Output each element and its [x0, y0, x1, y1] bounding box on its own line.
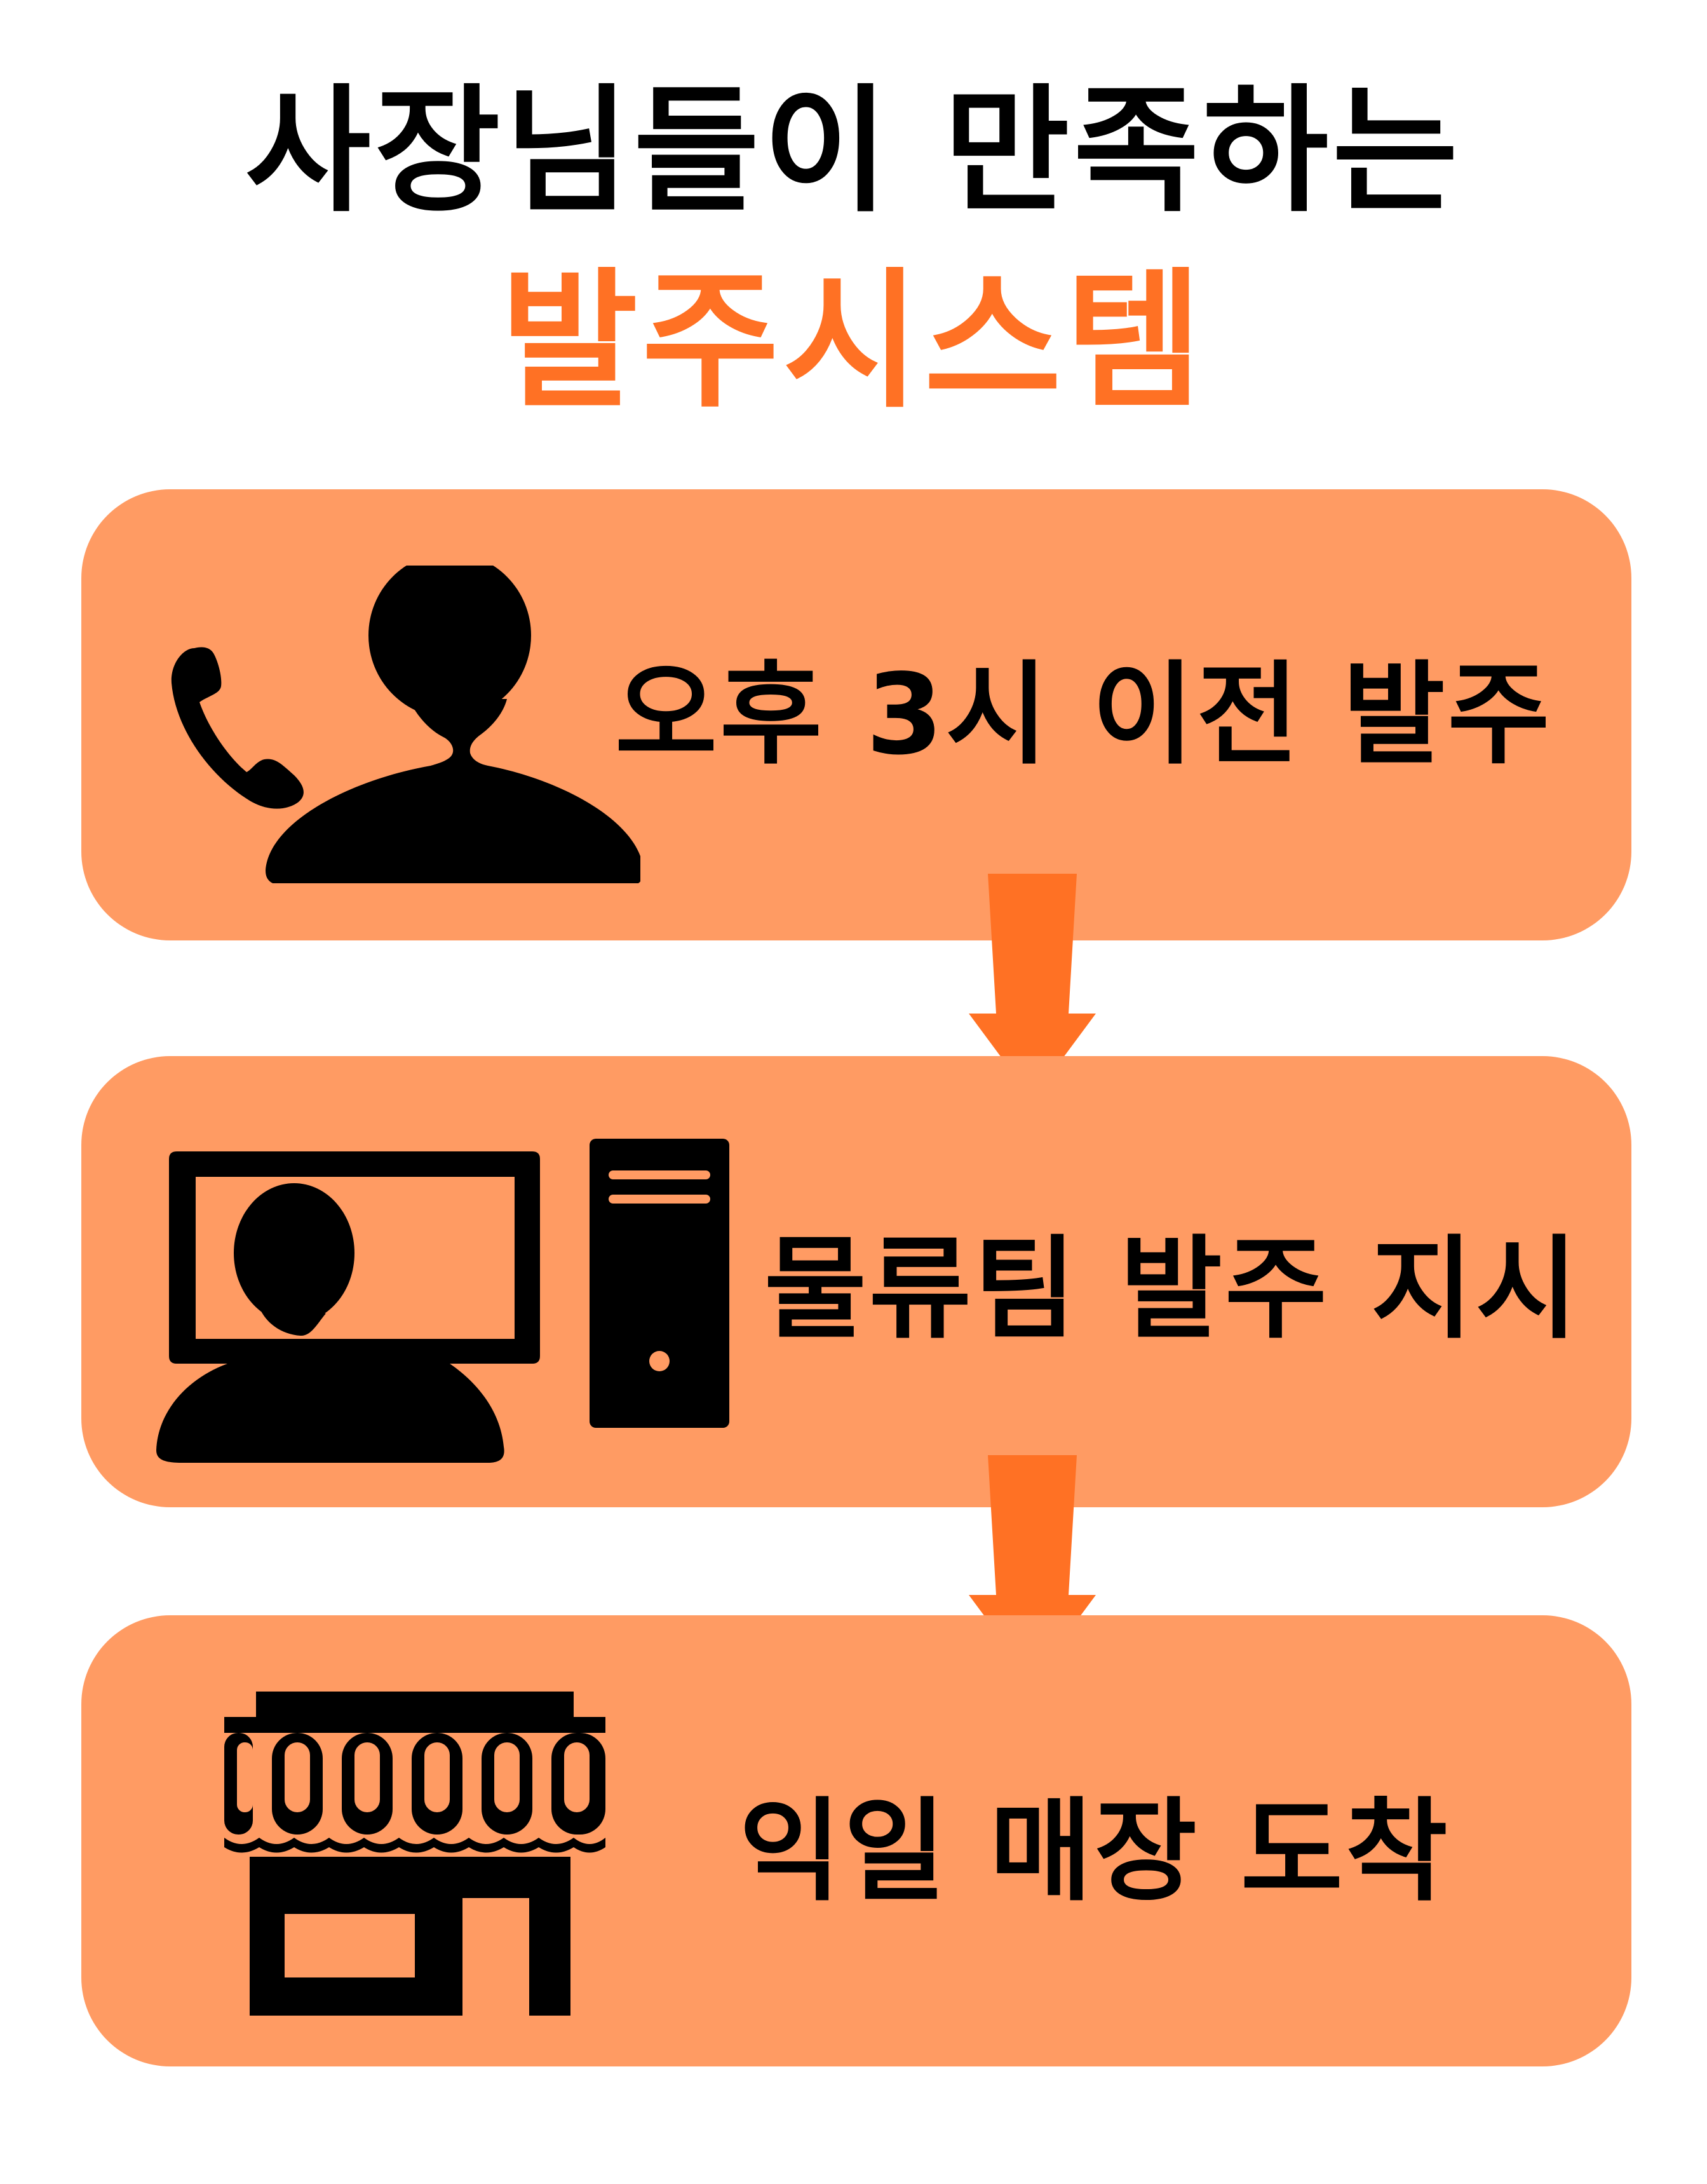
step-label-dispatch: 물류팀 발주 지시 [764, 1225, 1581, 1354]
step-card-order: 오후 3시 이전 발주 [81, 489, 1631, 940]
headline-line-2: 발주시스템 [501, 255, 1206, 428]
step-card-dispatch: 물류팀 발주 지시 [81, 1056, 1631, 1507]
phone-person-icon [171, 566, 640, 883]
step-card-arrival: 익일 매장 도착 [81, 1615, 1631, 2066]
store-icon [224, 1692, 605, 2016]
step-label-arrival: 익일 매장 도착 [739, 1787, 1450, 1916]
step-label-order: 오후 3시 이전 발주 [615, 651, 1553, 780]
arrow-down-icon [969, 874, 1096, 1099]
headline-line-1: 사장님들이 만족하는 [245, 71, 1462, 231]
computer-person-icon [156, 1139, 729, 1463]
